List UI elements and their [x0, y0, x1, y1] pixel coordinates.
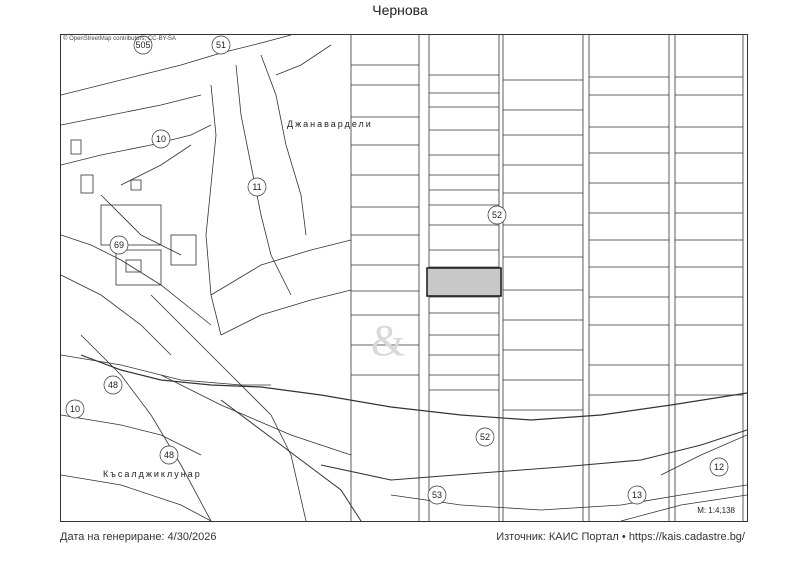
watermark: & — [371, 316, 405, 365]
parcel-label: 48 — [108, 380, 118, 390]
parcel-label: 53 — [432, 490, 442, 500]
source-link[interactable]: Източник: КАИС Портал • https://kais.cad… — [496, 531, 745, 543]
highlighted-parcel — [426, 267, 502, 297]
map-scale: M: 1:4,138 — [695, 506, 737, 515]
generation-date: Дата на генериране: 4/30/2026 — [60, 531, 217, 543]
parcel-label: 13 — [632, 490, 642, 500]
map-canvas: & 505 51 10 11 69 52 48 48 52 53 13 12 1… — [61, 35, 747, 521]
parcel-label: 10 — [70, 404, 80, 414]
parcel-label: 12 — [714, 462, 724, 472]
locality-label: Джанавардели — [287, 119, 373, 129]
map-title: Чернова — [372, 2, 428, 18]
parcel-label: 505 — [135, 40, 150, 50]
cadastral-map[interactable]: & 505 51 10 11 69 52 48 48 52 53 13 12 1… — [60, 34, 748, 522]
parcel-label: 11 — [252, 182, 261, 192]
map-attribution[interactable]: © OpenStreetMap contributors, CC-BY-SA — [63, 36, 176, 42]
parcel-label: 52 — [492, 210, 502, 220]
parcel-label: 10 — [156, 134, 166, 144]
parcel-label: 48 — [164, 450, 174, 460]
parcel-label: 52 — [480, 432, 490, 442]
parcel-label: 69 — [114, 240, 124, 250]
locality-label: Късалджиклунар — [103, 469, 202, 479]
parcel-label: 51 — [216, 40, 226, 50]
